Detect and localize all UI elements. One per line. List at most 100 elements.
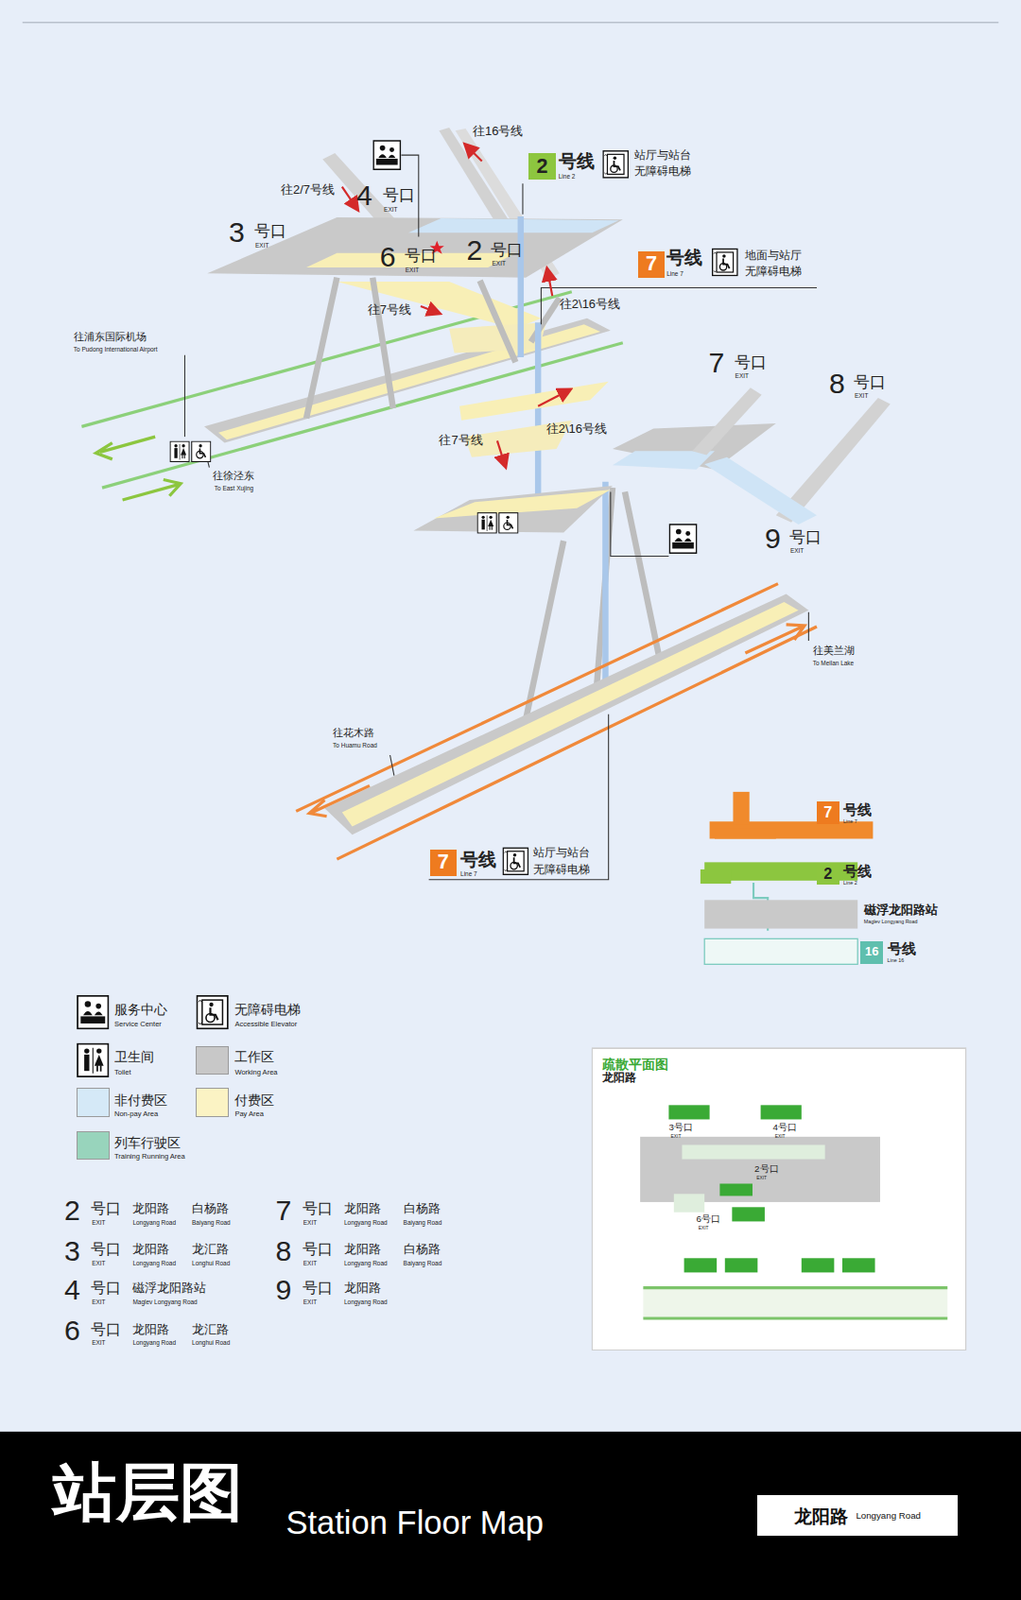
map-label: Working Area: [234, 1069, 277, 1077]
map-use: [373, 140, 400, 170]
map-label: 号口: [90, 1200, 122, 1218]
map-line: [602, 482, 608, 708]
map-label: EXIT: [303, 1260, 317, 1267]
map-label: Longyang Road: [344, 1298, 388, 1306]
exit-number: 4: [356, 179, 373, 211]
map-label: 龙阳路: [132, 1323, 170, 1337]
map-label: Line 2: [558, 173, 576, 180]
line-number: 7: [823, 803, 832, 822]
map-use: [477, 513, 497, 534]
map-label: 龙阳路: [132, 1202, 170, 1216]
map-label: Line 7: [843, 819, 858, 826]
map-path: [744, 624, 805, 654]
line-number: 7: [645, 252, 658, 277]
map-line: [342, 187, 358, 210]
exit-number: 8: [276, 1235, 293, 1267]
legend-swatch: [195, 1088, 229, 1117]
map-line: [642, 1316, 948, 1320]
map-g: [668, 1105, 875, 1273]
exit-number: 8: [829, 367, 846, 399]
map-label: Baiyang Road: [403, 1219, 443, 1227]
map-label: 号线: [558, 151, 595, 172]
map-label: 号口: [404, 246, 437, 265]
map-label: Longyang Road: [132, 1260, 176, 1267]
map-label: 往7号线: [438, 433, 483, 448]
map-label: 往花木路: [332, 727, 375, 740]
map-polygon: [433, 489, 611, 519]
map-label: 龙阳路: [344, 1281, 381, 1296]
map-rect: [642, 1288, 948, 1319]
map-label: 号口: [734, 353, 767, 372]
map-rect: [704, 899, 858, 929]
legend-swatch: [195, 1046, 229, 1075]
map-label: 号口: [302, 1200, 333, 1218]
line-number: 16: [865, 945, 879, 960]
map-rect: [700, 869, 731, 884]
map-label: Training Running Area: [114, 1153, 186, 1161]
legend-swatch: [76, 1088, 110, 1117]
map-rect: [640, 1137, 881, 1203]
legend-swatch: [76, 1131, 110, 1160]
map-line: [537, 389, 570, 406]
map-rect: [668, 1105, 710, 1120]
map-label: 白杨路: [403, 1243, 441, 1257]
map-line: [642, 1286, 948, 1290]
map-polygon: [324, 593, 809, 835]
map-label: 磁浮龙阳路站: [132, 1281, 207, 1296]
map-path: [309, 785, 370, 816]
map-use: [603, 151, 628, 178]
evacuation-panel: 疏散平面图龙阳路: [591, 1048, 966, 1351]
map-label: 号口: [90, 1321, 122, 1339]
map-label: 往徐泾东: [212, 470, 255, 483]
map-label: 往2\16号线: [546, 422, 607, 436]
map-label: 号口: [789, 528, 822, 547]
line-badge: 2: [816, 863, 840, 886]
line-badge: 2: [528, 153, 555, 180]
line-badge: 16: [860, 941, 883, 965]
exit-number: 6: [380, 241, 397, 273]
map-label: EXIT: [91, 1219, 105, 1227]
map-polygon: [342, 602, 799, 828]
map-label: 站厅与站台: [533, 847, 590, 860]
map-label: EXIT: [405, 266, 419, 274]
map-label: 号口: [302, 1241, 333, 1259]
map-label: 4号口: [773, 1123, 797, 1134]
map-use: [77, 996, 108, 1030]
map-label: EXIT: [775, 1134, 786, 1140]
map-rect: [591, 1048, 966, 1351]
map-line: [480, 280, 517, 363]
map-label: 号线: [843, 802, 872, 819]
exit-number: 9: [764, 522, 781, 554]
line-badge: 7: [638, 251, 665, 278]
map-label: To Huamu Road: [332, 742, 378, 749]
map-polygon: [692, 387, 762, 455]
map-polyline: [610, 491, 670, 556]
map-label: EXIT: [756, 1176, 767, 1181]
map-line: [372, 277, 394, 409]
map-label: Longyang Road: [132, 1219, 176, 1227]
page-title: 站层图: [52, 1457, 243, 1528]
map-label: 号口: [90, 1280, 122, 1298]
map-label: EXIT: [735, 372, 749, 380]
map-label: 磁浮龙阳路站: [864, 903, 938, 918]
map-rect: [674, 1194, 705, 1212]
map-label: Line 7: [666, 270, 684, 277]
map-polygon: [612, 423, 777, 470]
map-label: 号线: [843, 864, 872, 881]
exit-number: 9: [276, 1274, 293, 1306]
map-label: 6号口: [696, 1214, 721, 1226]
map-label: 无障碍电梯: [533, 864, 590, 877]
map-polyline: [521, 183, 523, 214]
map-use: [77, 1044, 108, 1078]
map-label: 号口: [302, 1280, 333, 1298]
map-polyline: [429, 714, 609, 881]
legend-text: 工作区: [234, 1050, 275, 1065]
map-line: [102, 343, 623, 488]
map-label: 龙阳路: [132, 1243, 170, 1257]
map-label: 号口: [90, 1241, 122, 1259]
map-line: [465, 144, 482, 161]
map-label: EXIT: [303, 1298, 317, 1306]
map-label: EXIT: [303, 1219, 317, 1227]
map-line: [390, 755, 395, 777]
map-path: [122, 479, 182, 501]
